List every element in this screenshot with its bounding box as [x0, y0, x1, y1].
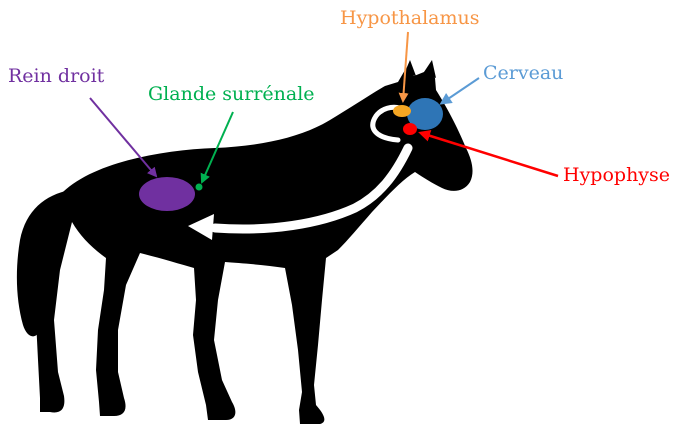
hypophyse-organ	[403, 123, 417, 135]
rein-droit-organ	[139, 177, 195, 211]
glande-surrenale-organ	[196, 184, 203, 191]
cerveau-label: Cerveau	[483, 64, 563, 83]
rein-droit-label: Rein droit	[8, 67, 104, 86]
hypothalamus-label: Hypothalamus	[340, 9, 480, 28]
cerveau-arrow	[442, 78, 479, 103]
hypophyse-label: Hypophyse	[563, 166, 670, 185]
hypothalamus-organ	[393, 105, 411, 117]
glande-surrenale-label: Glande surrénale	[148, 85, 315, 104]
